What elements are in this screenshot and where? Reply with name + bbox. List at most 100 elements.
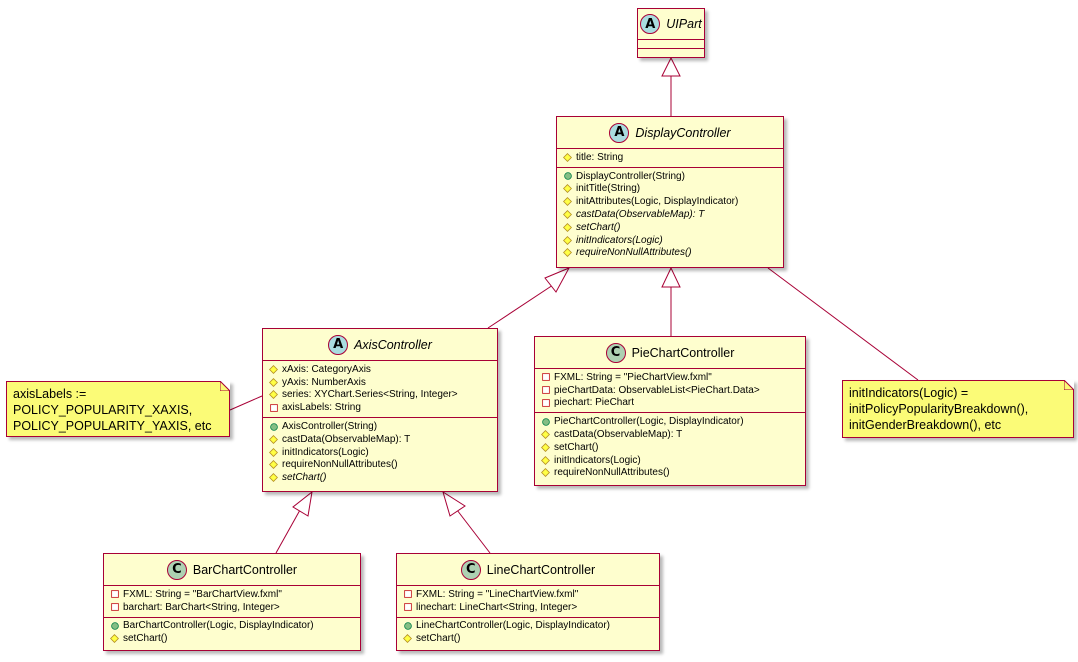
class-header: A DisplayController xyxy=(557,117,783,148)
member-text: AxisController(String) xyxy=(282,421,378,433)
member-row: FXML: String = "LineChartView.fxml" xyxy=(403,588,659,601)
class-name: AxisController xyxy=(354,337,432,352)
private-visibility-icon xyxy=(110,603,119,612)
protected-visibility-icon xyxy=(269,460,278,470)
class-icon: C xyxy=(460,559,481,580)
private-visibility-icon xyxy=(541,373,550,382)
class-piechartcontroller[interactable]: C PieChartController FXML: String = "Pie… xyxy=(534,336,806,486)
attributes-compartment: FXML: String = "PieChartView.fxml"pieCha… xyxy=(535,368,805,412)
protected-visibility-icon xyxy=(541,442,550,452)
protected-visibility-icon xyxy=(563,210,572,220)
member-row: AxisController(String) xyxy=(269,420,497,433)
member-row: setChart() xyxy=(541,441,805,454)
protected-visibility-icon xyxy=(269,377,278,387)
member-row: castData(ObservableMap): T xyxy=(563,208,783,221)
member-text: linechart: LineChart<String, Integer> xyxy=(416,601,578,613)
inheritance-edge-bar-axis xyxy=(275,509,301,554)
note-line: axisLabels := xyxy=(13,387,87,401)
member-text: PieChartController(Logic, DisplayIndicat… xyxy=(554,416,744,428)
member-text: setChart() xyxy=(554,441,599,453)
methods-compartment xyxy=(638,48,704,49)
inheritance-arrowhead xyxy=(661,266,681,288)
member-text: BarChartController(Logic, DisplayIndicat… xyxy=(123,620,314,632)
class-name: UIPart xyxy=(666,17,702,31)
member-row: PieChartController(Logic, DisplayIndicat… xyxy=(541,415,805,428)
protected-visibility-icon xyxy=(563,222,572,232)
member-row: initIndicators(Logic) xyxy=(269,446,497,459)
inheritance-edge-axis-display xyxy=(487,282,557,329)
private-visibility-icon xyxy=(110,590,119,599)
member-text: LineChartController(Logic, DisplayIndica… xyxy=(416,620,610,632)
protected-visibility-icon xyxy=(563,184,572,194)
member-row: pieChartData: ObservableList<PieChart.Da… xyxy=(541,384,805,397)
class-name: LineChartController xyxy=(486,562,596,577)
member-row: requireNonNullAttributes() xyxy=(563,247,783,260)
member-text: castData(ObservableMap): T xyxy=(282,433,411,445)
private-visibility-icon xyxy=(403,590,412,599)
protected-visibility-icon xyxy=(563,235,572,245)
class-name: PieChartController xyxy=(631,345,735,360)
member-row: FXML: String = "PieChartView.fxml" xyxy=(541,371,805,384)
methods-compartment: LineChartController(Logic, DisplayIndica… xyxy=(397,616,659,649)
class-header: C LineChartController xyxy=(397,554,659,585)
protected-visibility-icon xyxy=(563,248,572,258)
note-corner-fold xyxy=(220,381,230,391)
inheritance-arrowhead xyxy=(661,56,681,77)
note-axis-labels[interactable]: axisLabels := POLICY_POPULARITY_XAXIS, P… xyxy=(6,381,230,437)
inheritance-arrowhead xyxy=(544,266,571,293)
methods-compartment: BarChartController(Logic, DisplayIndicat… xyxy=(104,616,360,649)
member-text: axisLabels: String xyxy=(282,402,361,414)
class-header: C PieChartController xyxy=(535,337,805,368)
methods-compartment: PieChartController(Logic, DisplayIndicat… xyxy=(535,412,805,482)
abstract-class-icon: A xyxy=(328,334,349,355)
inheritance-arrowhead xyxy=(292,490,313,517)
member-text: xAxis: CategoryAxis xyxy=(282,363,371,375)
inheritance-edge-line-axis xyxy=(456,509,491,554)
protected-visibility-icon xyxy=(403,634,412,644)
note-line: initGenderBreakdown(), etc xyxy=(849,418,1002,432)
private-visibility-icon xyxy=(541,398,550,407)
note-init-indicators[interactable]: initIndicators(Logic) = initPolicyPopula… xyxy=(842,380,1074,438)
member-text: initIndicators(Logic) xyxy=(554,454,641,466)
attributes-compartment: FXML: String = "BarChartView.fxml"barcha… xyxy=(104,585,360,617)
member-text: barchart: BarChart<String, Integer> xyxy=(123,601,280,613)
private-visibility-icon xyxy=(269,403,278,412)
member-row: setChart() xyxy=(403,632,659,645)
inheritance-arrowhead xyxy=(442,490,466,517)
member-text: castData(ObservableMap): T xyxy=(576,209,705,221)
class-barchartcontroller[interactable]: C BarChartController FXML: String = "Bar… xyxy=(103,553,361,651)
member-row: FXML: String = "BarChartView.fxml" xyxy=(110,588,360,601)
member-text: initIndicators(Logic) xyxy=(282,446,369,458)
public-visibility-icon xyxy=(403,621,412,630)
note-corner-fold xyxy=(1064,380,1074,390)
protected-visibility-icon xyxy=(269,434,278,444)
protected-visibility-icon xyxy=(541,468,550,478)
attributes-compartment: title: String xyxy=(557,148,783,167)
member-row: initAttributes(Logic, DisplayIndicator) xyxy=(563,195,783,208)
methods-compartment: AxisController(String)castData(Observabl… xyxy=(263,417,497,487)
class-name: DisplayController xyxy=(635,125,731,140)
class-icon: C xyxy=(605,342,626,363)
member-row: requireNonNullAttributes() xyxy=(269,459,497,472)
protected-visibility-icon xyxy=(269,390,278,400)
class-uipart[interactable]: A UIPart xyxy=(637,8,705,58)
member-row: DisplayController(String) xyxy=(563,170,783,183)
member-row: xAxis: CategoryAxis xyxy=(269,363,497,376)
note-link-axis xyxy=(229,395,263,411)
member-text: DisplayController(String) xyxy=(576,170,685,182)
member-text: FXML: String = "PieChartView.fxml" xyxy=(554,371,712,383)
class-displaycontroller[interactable]: A DisplayController title: String Displa… xyxy=(556,116,784,268)
member-text: initIndicators(Logic) xyxy=(576,234,663,246)
member-text: setChart() xyxy=(282,472,327,484)
member-row: castData(ObservableMap): T xyxy=(269,433,497,446)
note-line: POLICY_POPULARITY_XAXIS, xyxy=(13,403,193,417)
class-name: BarChartController xyxy=(192,562,298,577)
member-text: setChart() xyxy=(416,633,461,645)
member-text: requireNonNullAttributes() xyxy=(282,459,398,471)
member-text: requireNonNullAttributes() xyxy=(554,467,670,479)
class-linechartcontroller[interactable]: C LineChartController FXML: String = "Li… xyxy=(396,553,660,651)
member-row: initIndicators(Logic) xyxy=(563,234,783,247)
member-text: initAttributes(Logic, DisplayIndicator) xyxy=(576,196,739,208)
public-visibility-icon xyxy=(110,621,119,630)
